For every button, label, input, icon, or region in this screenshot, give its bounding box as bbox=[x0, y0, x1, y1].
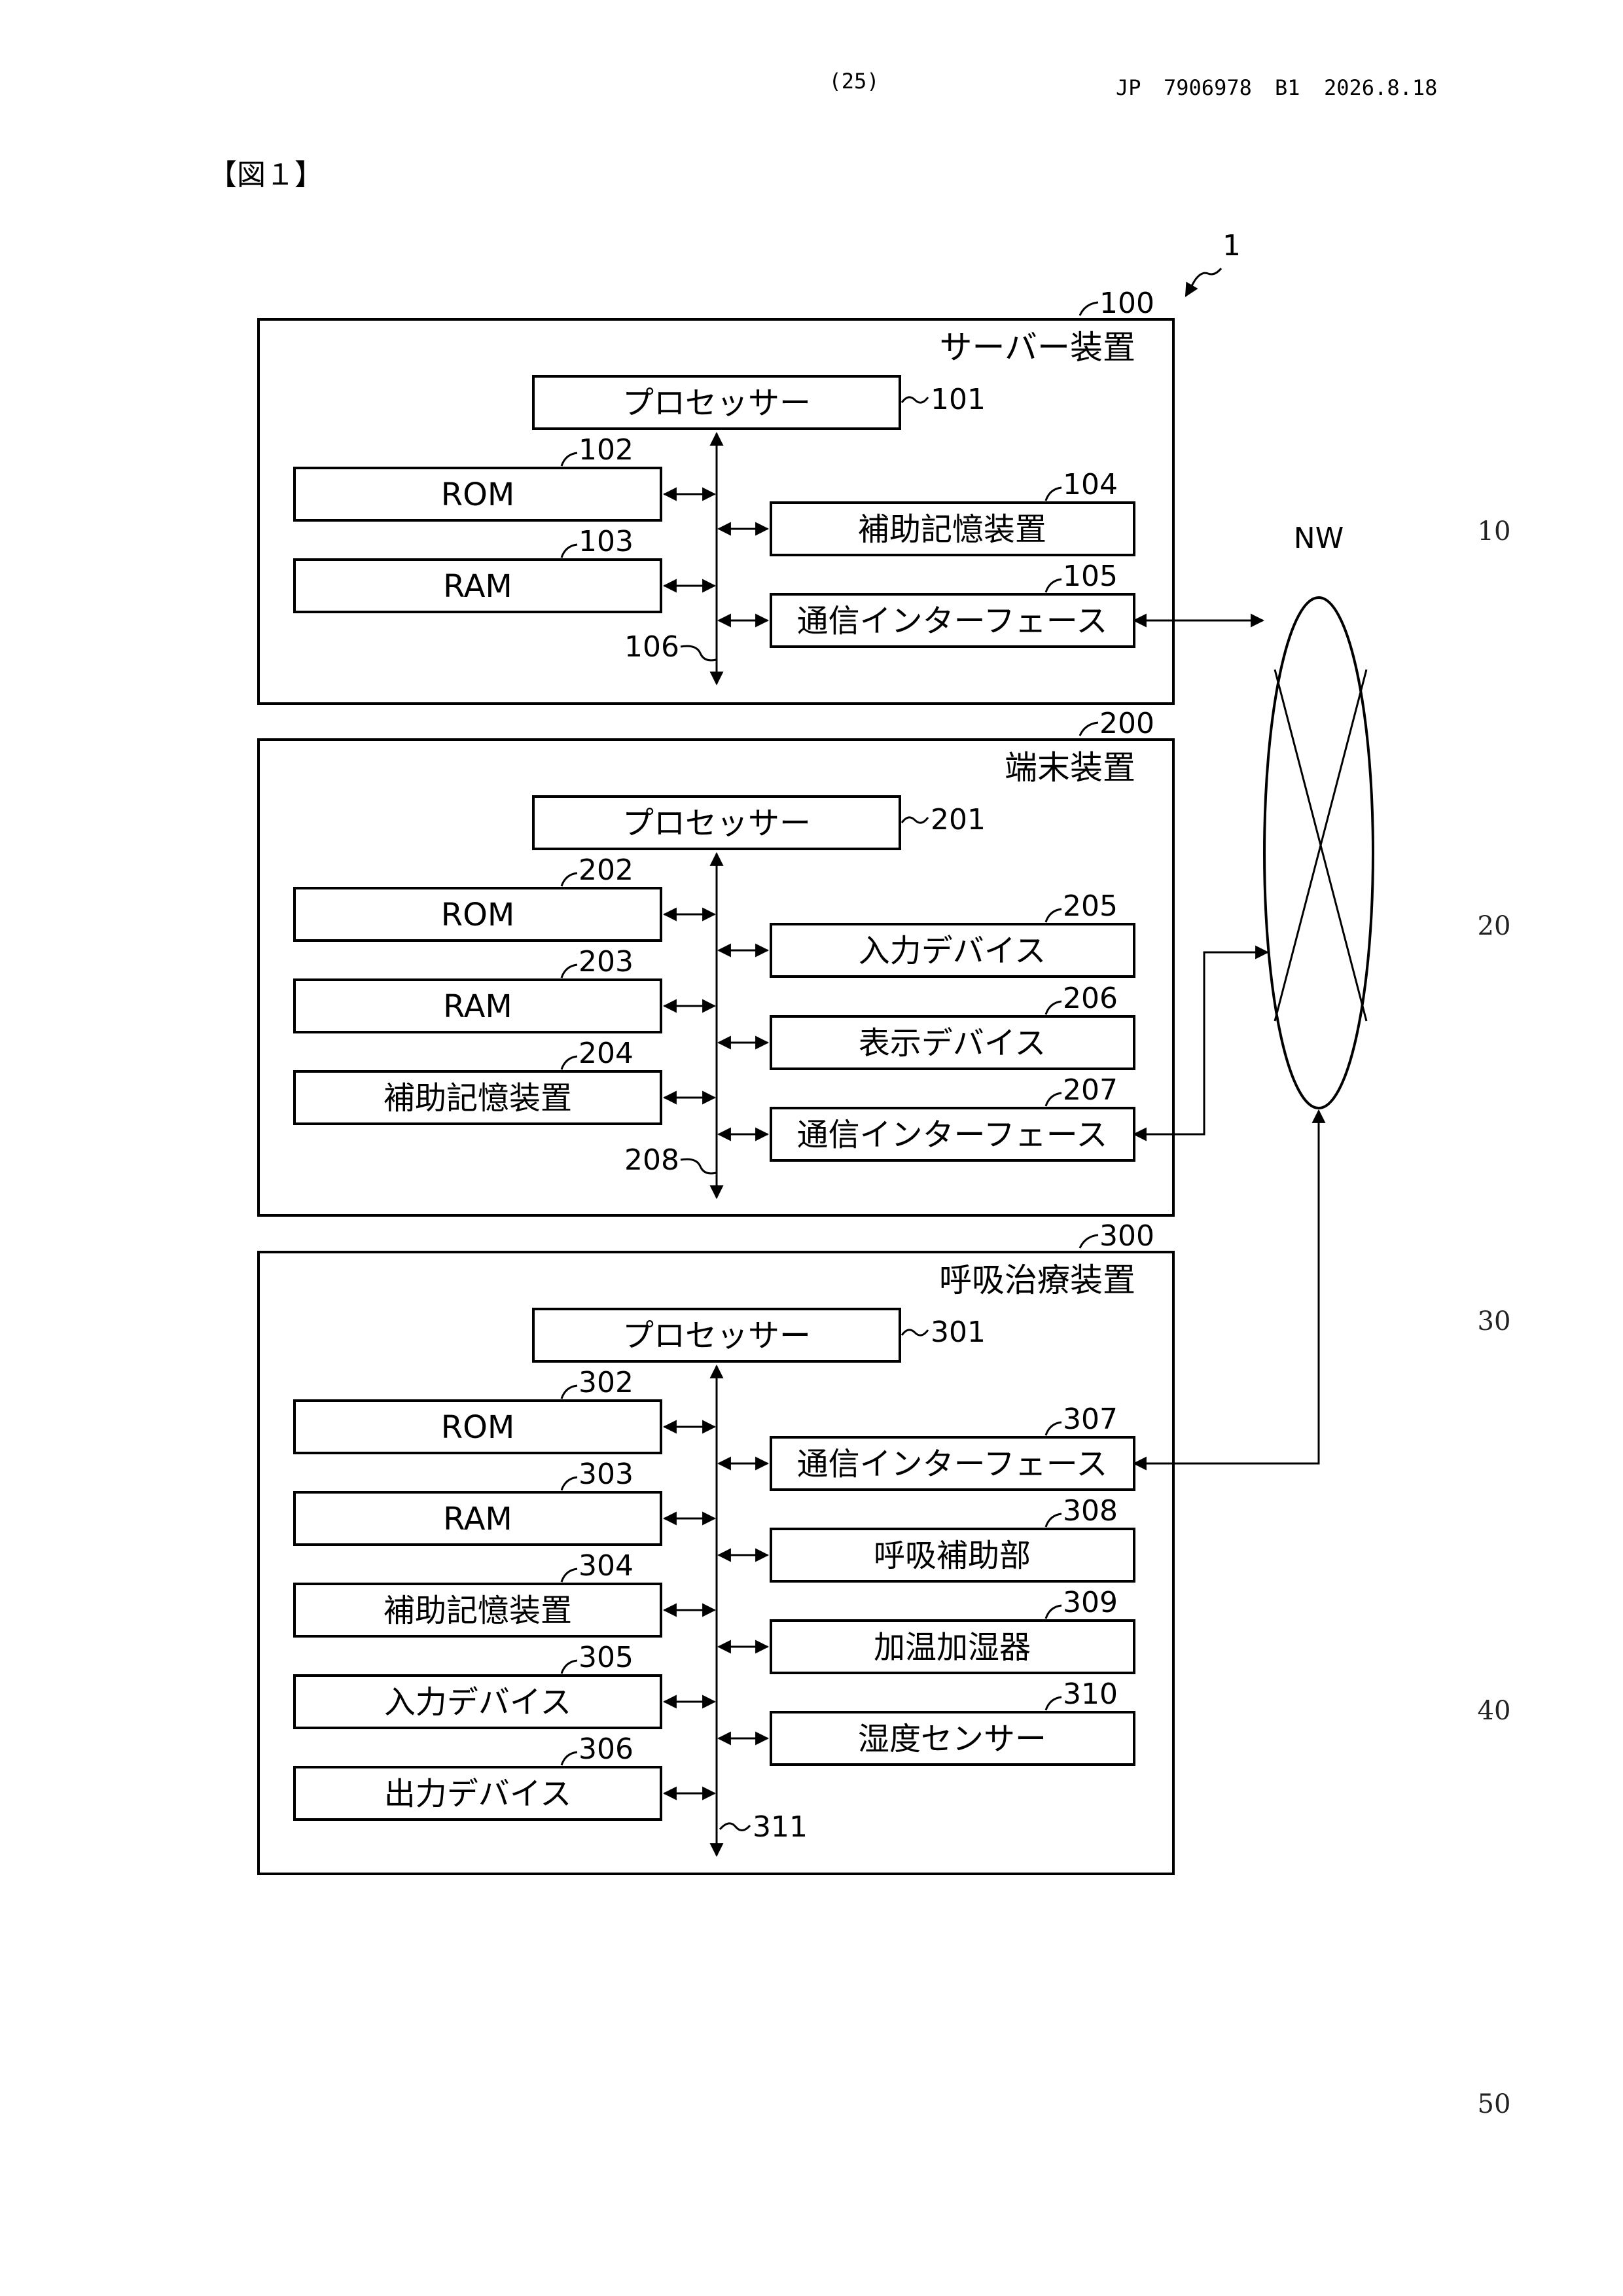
server-device: 100 サーバー装置 プロセッサー 101 ROM 102 RAM 103 補助… bbox=[259, 287, 1173, 704]
respirator-humidifier-label: 加温加湿器 bbox=[874, 1629, 1031, 1666]
terminal-ref: 200 bbox=[1099, 707, 1154, 740]
server-storage-label: 補助記憶装置 bbox=[858, 511, 1046, 548]
terminal-device: 200 端末装置 プロセッサー 201 ROM 202 RAM 203 補助記憶… bbox=[259, 707, 1173, 1215]
network-cloud bbox=[1264, 598, 1373, 1108]
respirator-ram-ref: 303 bbox=[579, 1458, 633, 1491]
respirator-ram-label: RAM bbox=[443, 1501, 512, 1537]
respirator-sensor-ref: 310 bbox=[1063, 1677, 1118, 1711]
server-comm-ref: 105 bbox=[1063, 560, 1118, 593]
respirator-ref: 300 bbox=[1099, 1219, 1154, 1253]
respirator-processor-ref: 301 bbox=[931, 1316, 986, 1349]
terminal-input-label: 入力デバイス bbox=[859, 933, 1046, 969]
terminal-bus-ref: 208 bbox=[624, 1143, 679, 1177]
server-ram-ref: 103 bbox=[579, 525, 633, 558]
line-number-20: 20 bbox=[1478, 911, 1511, 941]
terminal-title: 端末装置 bbox=[1005, 749, 1135, 787]
figure-label: 【図１】 bbox=[208, 158, 323, 192]
respirator-comm-ref: 307 bbox=[1063, 1403, 1118, 1436]
respirator-processor-label: プロセッサー bbox=[622, 1318, 811, 1354]
respirator-humidifier-ref: 309 bbox=[1063, 1586, 1118, 1619]
server-comm-label: 通信インターフェース bbox=[797, 603, 1108, 639]
respirator-rom-ref: 302 bbox=[579, 1366, 633, 1399]
server-storage-ref: 104 bbox=[1063, 468, 1118, 501]
terminal-ram-label: RAM bbox=[443, 988, 512, 1025]
header-date: 2026.8.18 bbox=[1324, 75, 1437, 100]
server-ref: 100 bbox=[1099, 287, 1154, 320]
header-country: JP bbox=[1116, 75, 1141, 100]
header-kind: B1 bbox=[1275, 75, 1300, 100]
terminal-processor-ref: 201 bbox=[931, 803, 986, 836]
respirator-assist-label: 呼吸補助部 bbox=[874, 1537, 1031, 1574]
respirator-storage-label: 補助記憶装置 bbox=[383, 1592, 572, 1629]
terminal-ram-ref: 203 bbox=[579, 945, 633, 978]
system-ref-arrow bbox=[1186, 268, 1221, 296]
terminal-storage-label: 補助記憶装置 bbox=[383, 1080, 572, 1117]
server-rom-ref: 102 bbox=[579, 433, 633, 467]
respirator-output-label: 出力デバイス bbox=[384, 1776, 572, 1812]
terminal-storage-ref: 204 bbox=[579, 1037, 633, 1070]
respirator-input-ref: 305 bbox=[579, 1641, 633, 1674]
server-processor-ref: 101 bbox=[931, 383, 986, 416]
network-label: NW bbox=[1294, 522, 1344, 555]
line-number-50: 50 bbox=[1478, 2089, 1511, 2119]
terminal-comm-ref: 207 bbox=[1063, 1073, 1118, 1107]
server-processor-label: プロセッサー bbox=[622, 385, 811, 422]
server-bus-ref: 106 bbox=[624, 630, 679, 664]
line-number-40: 40 bbox=[1478, 1696, 1511, 1726]
respirator-title: 呼吸治療装置 bbox=[939, 1261, 1135, 1299]
terminal-rom-label: ROM bbox=[441, 897, 515, 933]
terminal-comm-label: 通信インターフェース bbox=[797, 1117, 1108, 1153]
terminal-network-link bbox=[1134, 952, 1268, 1134]
terminal-input-ref: 205 bbox=[1063, 889, 1118, 923]
terminal-processor-label: プロセッサー bbox=[622, 805, 811, 842]
terminal-rom-ref: 202 bbox=[579, 853, 633, 887]
line-number-30: 30 bbox=[1478, 1306, 1511, 1336]
respirator-comm-label: 通信インターフェース bbox=[797, 1446, 1108, 1482]
terminal-display-label: 表示デバイス bbox=[859, 1025, 1046, 1062]
line-number-10: 10 bbox=[1478, 516, 1511, 547]
respirator-network-link bbox=[1134, 1111, 1319, 1463]
respirator-storage-ref: 304 bbox=[579, 1549, 633, 1583]
server-rom-label: ROM bbox=[441, 476, 515, 513]
respirator-rom-label: ROM bbox=[441, 1409, 515, 1446]
respirator-bus-ref: 311 bbox=[753, 1810, 808, 1844]
respirator-output-ref: 306 bbox=[579, 1732, 633, 1766]
terminal-display-ref: 206 bbox=[1063, 982, 1118, 1015]
respirator-input-label: 入力デバイス bbox=[384, 1684, 572, 1721]
header-patent-number: 7906978 bbox=[1164, 75, 1252, 100]
system-ref: 1 bbox=[1222, 229, 1241, 262]
respirator-assist-ref: 308 bbox=[1063, 1494, 1118, 1528]
respirator-sensor-label: 湿度センサー bbox=[858, 1721, 1046, 1757]
server-title: サーバー装置 bbox=[940, 329, 1136, 367]
page-number: (25) bbox=[829, 69, 879, 94]
respirator-device: 300 呼吸治療装置 プロセッサー 301 ROM 302 RAM 303 補助… bbox=[259, 1219, 1173, 1874]
server-ram-label: RAM bbox=[443, 568, 512, 605]
